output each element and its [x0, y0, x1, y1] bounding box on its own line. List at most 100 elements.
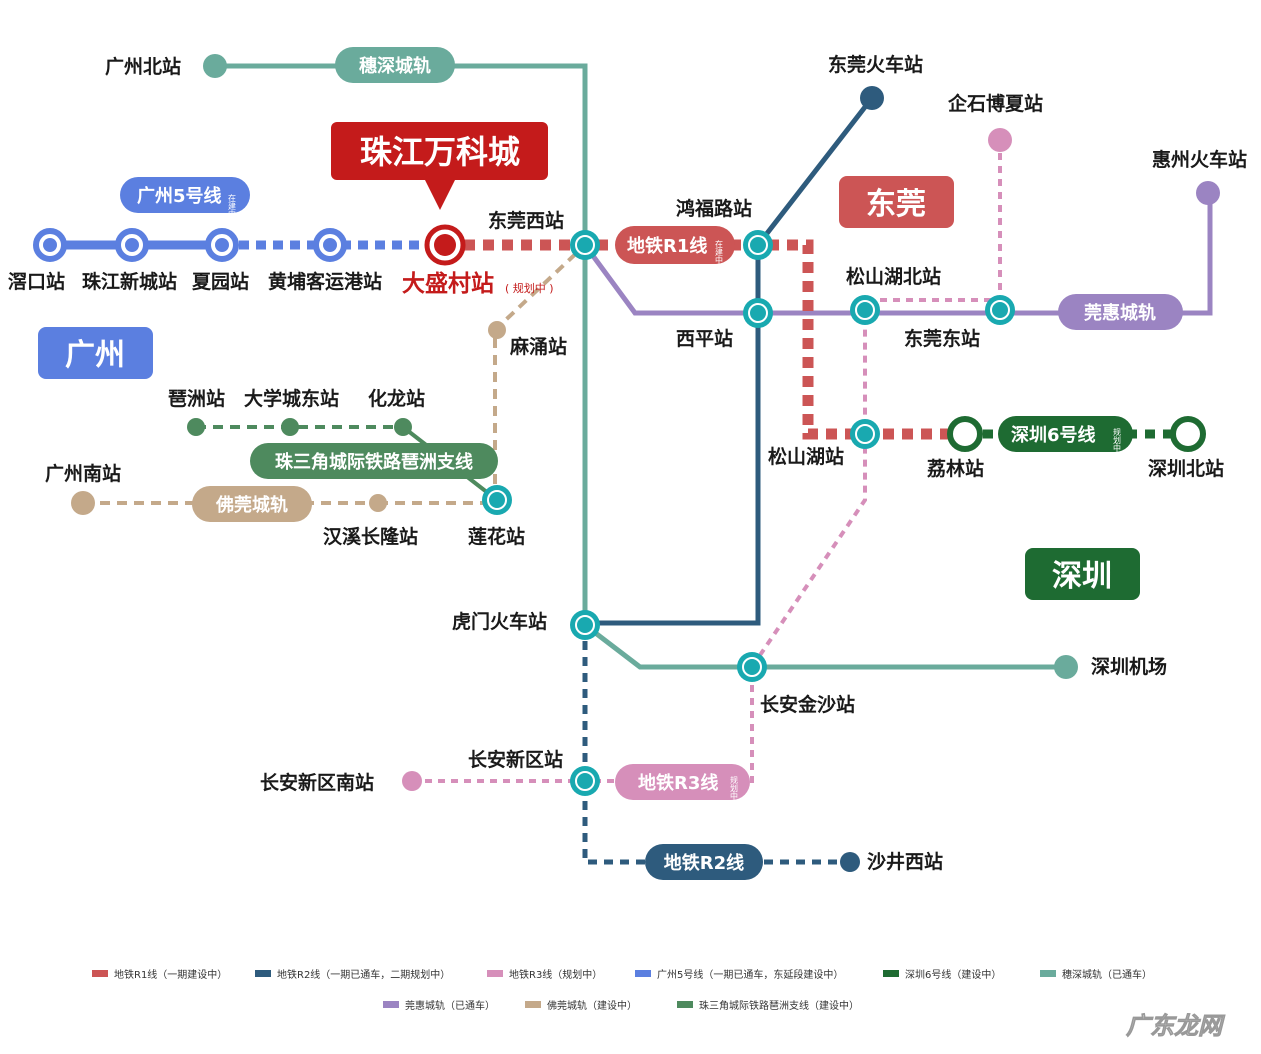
legend-swatch-r1 — [92, 970, 108, 977]
interchange-xiping[interactable] — [743, 298, 773, 328]
label-lilin: 荔林站 — [927, 457, 984, 480]
label-humen: 虎门火车站 — [452, 610, 547, 633]
watermark: 广东龙网 — [1126, 1012, 1226, 1040]
label-zhujiang-newtown: 珠江新城站 — [82, 270, 177, 293]
label-guangzhou-south: 广州南站 — [45, 462, 121, 485]
station-core-zhujiang-newtown — [125, 238, 139, 252]
interchange-songshanhu[interactable] — [850, 419, 880, 449]
station-dot-hualong[interactable] — [394, 418, 412, 436]
label-hongfu: 鸿福路站 — [676, 197, 752, 220]
label-huizhou: 惠州火车站 — [1152, 148, 1247, 171]
pill-guanhui-label: 莞惠城轨 — [1084, 302, 1156, 324]
label-changan-jinsha: 长安金沙站 — [760, 693, 855, 716]
label-shenzhen-airport: 深圳机场 — [1091, 655, 1167, 678]
pill-r1-label: 地铁R1线 — [627, 235, 707, 257]
station-dot-guangzhou-south[interactable] — [71, 491, 95, 515]
pill-suishen-label: 穗深城轨 — [359, 55, 431, 77]
station-dot-machong[interactable] — [488, 321, 506, 339]
stations — [33, 54, 1220, 872]
pill-gz5-note: 在建中 — [228, 193, 237, 219]
station-dot-pizhou[interactable] — [187, 418, 205, 436]
line-guanhui — [582, 193, 1213, 316]
legend-item-r3: 地铁R3线（规划中） — [509, 968, 602, 981]
station-dot-qishi[interactable] — [988, 128, 1012, 152]
line-r2 — [585, 96, 874, 626]
interchange-songshanhu-north[interactable] — [850, 295, 880, 325]
label-lianhua: 莲花站 — [468, 525, 525, 548]
legend: 地铁R1线（一期建设中） 地铁R2线（一期已通车，二期规划中） 地铁R3线（规划… — [92, 968, 1152, 1012]
legend-swatch-guanhui — [383, 1001, 399, 1008]
station-dot-huizhou[interactable] — [1196, 181, 1220, 205]
station-dot-guangzhou-north[interactable] — [203, 54, 227, 78]
label-pizhou: 琶洲站 — [168, 387, 225, 410]
pill-gz5-label: 广州5号线 — [137, 185, 222, 207]
pill-guanhui: 莞惠城轨 — [1058, 294, 1183, 330]
station-dot-shajing-west[interactable] — [840, 852, 860, 872]
station-dot-shenzhen-airport[interactable] — [1054, 655, 1078, 679]
pill-sz6: 深圳6号线 规划中 — [998, 416, 1133, 453]
station-dot-dongguan-rail[interactable] — [860, 86, 884, 110]
legend-swatch-gz5 — [635, 970, 651, 977]
pill-suishen: 穗深城轨 — [335, 47, 455, 83]
label-hualong: 化龙站 — [368, 387, 425, 410]
highlight-callout: 珠江万科城 — [331, 122, 548, 210]
interchange-dongguan-west[interactable] — [570, 230, 600, 260]
interchange-changan-jinsha[interactable] — [737, 652, 767, 682]
legend-item-sz6: 深圳6号线（建设中） — [905, 968, 1001, 981]
legend-swatch-pizhou — [677, 1001, 693, 1008]
station-ring-shenzhen-north[interactable] — [1170, 416, 1206, 452]
label-guangzhou-north: 广州北站 — [105, 55, 181, 78]
pill-r3-label: 地铁R3线 — [638, 772, 718, 794]
legend-item-suishen: 穗深城轨（已通车） — [1062, 968, 1152, 981]
label-qishi: 企石博夏站 — [947, 92, 1043, 115]
pill-pizhou-label: 珠三角城际铁路琶洲支线 — [275, 451, 473, 473]
line-r3 — [412, 308, 867, 783]
label-dasheng-note: ( 规划中 ) — [505, 281, 554, 295]
label-dongguan-west: 东莞西站 — [488, 209, 564, 232]
label-shenzhen-north: 深圳北站 — [1148, 457, 1224, 480]
pill-pizhou: 珠三角城际铁路琶洲支线 — [250, 443, 498, 479]
pill-foguan: 佛莞城轨 — [192, 486, 312, 522]
interchange-humen[interactable] — [570, 610, 600, 640]
pill-r1: 地铁R1线 在建中 — [615, 226, 735, 265]
interchange-dongguan-east[interactable] — [985, 295, 1015, 325]
station-ring-lilin[interactable] — [947, 416, 983, 452]
line-foguan-north — [378, 243, 587, 505]
pill-gz5: 广州5号线 在建中 — [120, 177, 250, 219]
pill-r3-note: 规划中 — [730, 775, 739, 801]
pill-foguan-label: 佛莞城轨 — [215, 494, 288, 516]
region-dongguan-label: 东莞 — [866, 187, 926, 222]
pill-r2-label: 地铁R2线 — [664, 852, 744, 874]
legend-item-guanhui: 莞惠城轨（已通车） — [405, 999, 495, 1012]
label-huangpu-port: 黄埔客运港站 — [268, 270, 382, 293]
pill-r1-note: 在建中 — [715, 239, 724, 265]
station-core-xiankou — [43, 238, 57, 252]
station-dot-hanxi[interactable] — [369, 494, 387, 512]
pill-sz6-note: 规划中 — [1113, 427, 1122, 453]
legend-item-r1: 地铁R1线（一期建设中） — [114, 968, 227, 981]
label-shajing-west: 沙井西站 — [867, 850, 943, 873]
pill-r3: 地铁R3线 规划中 — [615, 764, 750, 801]
region-dongguan: 东莞 — [839, 176, 954, 228]
highlight-project-name: 珠江万科城 — [360, 133, 520, 171]
station-core-huangpu-port — [323, 238, 337, 252]
label-changan-new: 长安新区站 — [468, 748, 563, 771]
interchange-changan-new[interactable] — [570, 766, 600, 796]
interchange-hongfu[interactable] — [743, 230, 773, 260]
legend-item-foguan: 佛莞城轨（建设中） — [547, 999, 637, 1012]
station-labels: 广州北站 东莞火车站 企石博夏站 惠州火车站 东莞西站 鸿福路站 松山湖北站 东… — [8, 53, 1247, 873]
legend-swatch-suishen — [1040, 970, 1056, 977]
label-machong: 麻涌站 — [509, 335, 567, 358]
legend-item-r2: 地铁R2线（一期已通车，二期规划中） — [277, 968, 450, 981]
region-shenzhen-label: 深圳 — [1052, 559, 1112, 594]
legend-item-pizhou: 珠三角城际铁路琶洲支线（建设中） — [699, 999, 859, 1012]
region-guangzhou: 广州 — [38, 327, 153, 379]
station-core-dasheng — [434, 234, 456, 256]
interchange-lianhua[interactable] — [482, 485, 512, 515]
station-dot-changan-new-south[interactable] — [402, 771, 422, 791]
station-dot-university-east[interactable] — [281, 418, 299, 436]
label-xiayuan: 夏园站 — [192, 270, 249, 293]
line-r2-planned — [582, 625, 850, 865]
label-changan-new-south: 长安新区南站 — [260, 771, 374, 794]
